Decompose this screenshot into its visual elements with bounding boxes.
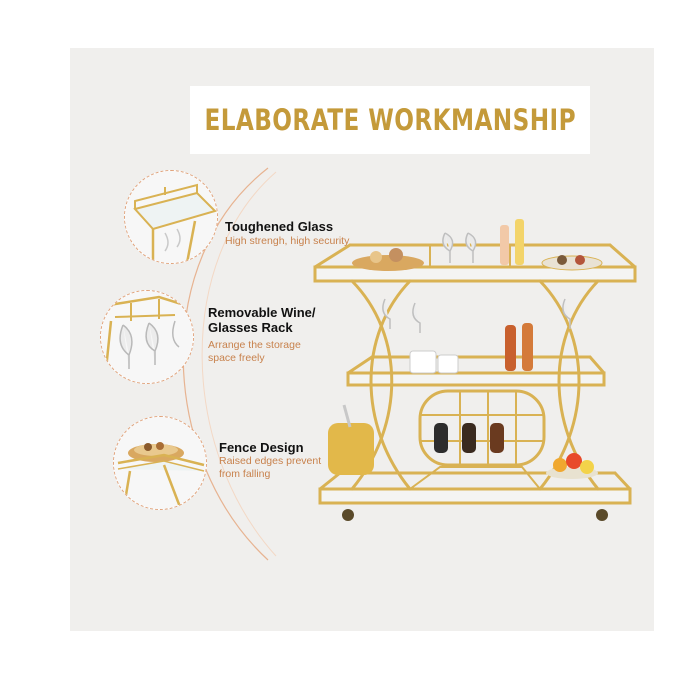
feature-title-toughened-glass: Toughened Glass xyxy=(225,219,334,234)
fence-rail-closeup-icon xyxy=(113,416,207,510)
feature-title-wine-rack-line2: Glasses Rack xyxy=(208,320,293,335)
glass-shelf-closeup-icon xyxy=(124,170,218,264)
feature-title-wine-rack-line1: Removable Wine/ xyxy=(208,305,316,320)
banner-title: ELABORATE WORKMANSHIP xyxy=(204,103,576,137)
feature-desc-fence-line2: from falling xyxy=(219,468,271,480)
wine-glass-rack-closeup-icon xyxy=(100,290,194,384)
feature-desc-wine-rack-line1: Arrange the storage xyxy=(208,339,301,351)
title-banner: ELABORATE WORKMANSHIP xyxy=(190,86,590,154)
feature-desc-wine-rack-line2: space freely xyxy=(208,352,265,364)
feature-desc-fence-line1: Raised edges prevent xyxy=(219,455,322,467)
bar-cart-photo xyxy=(313,219,637,521)
feature-desc-toughened-glass: High strengh, high security xyxy=(225,235,350,247)
feature-title-fence-design: Fence Design xyxy=(219,440,304,455)
